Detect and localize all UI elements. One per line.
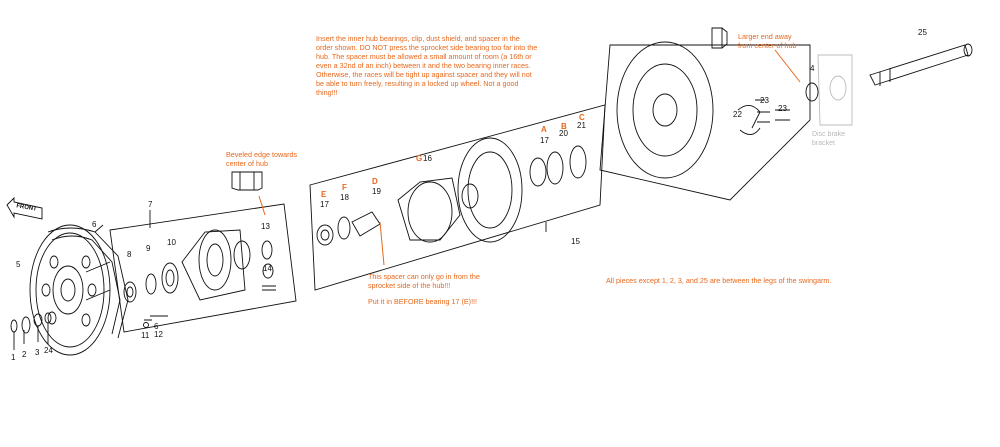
part-number: 1 xyxy=(11,353,16,362)
spacer-before-bearing-note: Put it in BEFORE bearing 17 (E)!!! xyxy=(368,297,478,306)
part-number: 23 xyxy=(760,96,769,105)
beveled-edge-note: Beveled edge towards center of hub xyxy=(226,150,298,168)
part-number: 10 xyxy=(167,238,176,247)
install-order-note: Insert the inner hub bearings, clip, dus… xyxy=(316,34,538,97)
letter-d: D xyxy=(372,177,378,186)
letter-a: A xyxy=(541,125,547,134)
part-number: 8 xyxy=(127,250,132,259)
part-number: 23 xyxy=(778,104,787,113)
letter-f: F xyxy=(342,183,347,192)
part-number: 22 xyxy=(733,110,742,119)
larger-end-note: Larger end away from center of hub xyxy=(738,32,797,50)
front-arrow-icon xyxy=(6,196,43,220)
sprocket-carrier-panel xyxy=(85,203,297,333)
part-number: 21 xyxy=(577,121,586,130)
swingarm-note: All pieces except 1, 2, 3, and 25 are be… xyxy=(606,276,832,285)
part-number: 6 xyxy=(92,220,97,229)
part-number: 13 xyxy=(261,222,270,231)
part-number: 24 xyxy=(44,346,53,355)
letter-c: C xyxy=(579,113,585,122)
part-number: 25 xyxy=(918,28,927,37)
part-number: 7 xyxy=(148,200,153,209)
part-number: 2 xyxy=(22,350,27,359)
letter-g: G xyxy=(416,154,423,163)
spacer-warning-note: This spacer can only go in from the spro… xyxy=(368,272,480,290)
letter-b: B xyxy=(561,122,567,131)
part-number: 17 xyxy=(540,136,549,145)
sprocket-nuts-drawing xyxy=(10,312,52,350)
part-number: 6 xyxy=(154,322,159,331)
sprocket-drawing xyxy=(29,224,111,356)
disc-brake-bracket-label: Disc brake bracket xyxy=(812,131,846,147)
part-number: 12 xyxy=(154,330,163,339)
bevel-spacer-icon xyxy=(231,171,263,191)
part-number: 9 xyxy=(146,244,151,253)
disc-side-panel xyxy=(599,41,819,201)
part-number: 4 xyxy=(810,64,815,73)
axle-drawing xyxy=(869,43,973,86)
part-number: 18 xyxy=(340,193,349,202)
part-number: 3 xyxy=(35,348,40,357)
part-number: 20 xyxy=(559,129,568,138)
letter-e: E xyxy=(321,190,327,199)
chain-drawing xyxy=(47,224,129,339)
part-number: 5 xyxy=(16,260,21,269)
part-number: 15 xyxy=(571,237,580,246)
part-number: 14 xyxy=(263,264,272,273)
part-number: 16 xyxy=(423,154,432,163)
hub-panel xyxy=(309,104,606,291)
hub-spacer-icon xyxy=(711,27,728,49)
part-number: 11 xyxy=(141,331,150,340)
part-number: 19 xyxy=(372,187,381,196)
disc-brake-bracket-drawing xyxy=(817,54,853,126)
part-number: 17 xyxy=(320,200,329,209)
